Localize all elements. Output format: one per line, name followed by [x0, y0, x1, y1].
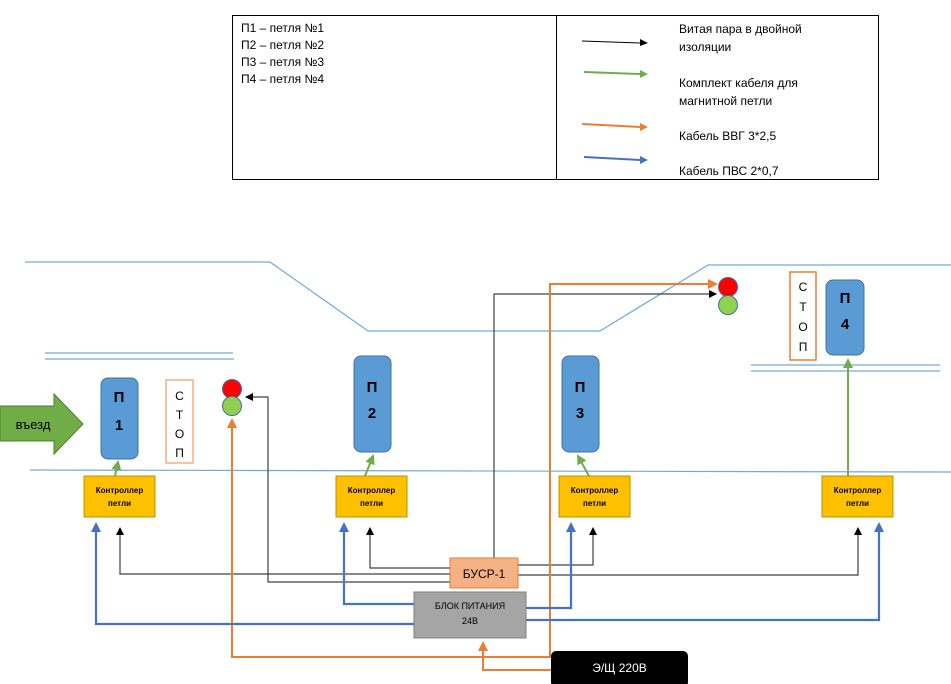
entry-arrow-icon: [0, 392, 84, 456]
svg-text:Т: Т: [176, 408, 184, 422]
svg-text:петли: петли: [583, 499, 606, 508]
wire-busr-to-controller-1: [116, 527, 450, 575]
green-light-icon: [222, 396, 242, 416]
wire-busr-to-controller-4: [518, 527, 862, 576]
svg-text:2: 2: [368, 405, 376, 422]
svg-text:О: О: [798, 320, 807, 334]
pvs-psu-to-controller-1: [91, 522, 414, 626]
svg-text:П: П: [799, 340, 808, 354]
wire-busr-to-light-2: [493, 290, 717, 558]
loop-legend: П1 – петля №1 П2 – петля №2 П3 – петля №…: [233, 16, 557, 179]
loop-cable-arrow-icon: [583, 70, 648, 78]
traffic-light-2: [718, 277, 738, 315]
wire-busr-to-light-1: [245, 393, 450, 583]
svg-text:П: П: [367, 379, 378, 396]
cable-legend: Витая пара в двойной изоляции Комплект к…: [557, 16, 878, 179]
loop-p2: П 2: [353, 355, 392, 453]
loop-controller-4: Контроллер петли: [821, 475, 894, 518]
svg-text:петли: петли: [360, 499, 383, 508]
loop-cable-3: [577, 454, 590, 477]
pvs-cables: [91, 522, 884, 626]
stop-sign-1: С Т О П: [165, 379, 194, 464]
road-outline: [25, 261, 951, 473]
vvg-mains-to-light-2: [549, 279, 718, 657]
legend-twisted-pair: Витая пара в двойной изоляции: [679, 22, 802, 54]
red-light-icon: [222, 379, 242, 399]
svg-text:1: 1: [115, 417, 123, 434]
mains-panel: Э/Щ 220В: [551, 651, 688, 684]
vvg-mains-to-psu: [478, 641, 551, 671]
svg-text:Т: Т: [799, 300, 807, 314]
loop-legend-item: П4 – петля №4: [241, 72, 325, 86]
svg-text:О: О: [175, 427, 184, 441]
pvs-psu-to-controller-3: [526, 522, 576, 610]
legend-pvs-cable: Кабель ПВС 2*0,7: [679, 164, 779, 178]
entry-arrow: въезд: [0, 392, 84, 456]
loop-cable-1: [111, 460, 122, 477]
svg-text:П: П: [175, 446, 184, 460]
vvg-cable-arrow-icon: [582, 123, 648, 131]
legend-table: П1 – петля №1 П2 – петля №2 П3 – петля №…: [232, 15, 879, 180]
vvg-mains-to-light-1: [227, 418, 551, 658]
legend-vvg-cable: Кабель ВВГ 3*2,5: [679, 129, 777, 143]
svg-text:Контроллер: Контроллер: [96, 486, 144, 495]
svg-text:С: С: [175, 389, 184, 403]
svg-text:Контроллер: Контроллер: [348, 486, 396, 495]
vvg-cables: [227, 279, 718, 671]
pvs-cable-arrow-icon: [583, 156, 648, 164]
svg-text:Э/Щ 220В: Э/Щ 220В: [592, 661, 647, 675]
wire-busr-to-controller-2: [366, 527, 450, 569]
loop-p3: П 3: [561, 355, 600, 453]
road-bottom-edge: [29, 469, 951, 473]
twisted-pair-arrow-icon: [582, 39, 648, 46]
svg-text:Контроллер: Контроллер: [834, 486, 882, 495]
green-light-icon: [718, 295, 738, 315]
svg-text:П: П: [575, 379, 586, 396]
loop-controller-2: Контроллер петли: [335, 475, 408, 518]
loop-p1: П 1: [100, 377, 139, 460]
svg-text:петли: петли: [846, 499, 869, 508]
svg-text:3: 3: [576, 405, 584, 422]
wire-busr-to-controller-3: [518, 527, 597, 566]
entry-label: въезд: [16, 417, 51, 432]
loop-legend-item: П1 – петля №1: [241, 21, 325, 35]
svg-text:П: П: [840, 290, 851, 307]
twisted-pair-wires: [116, 290, 862, 583]
stop-sign-2: С Т О П: [789, 271, 817, 361]
red-light-icon: [718, 277, 738, 297]
svg-text:4: 4: [841, 316, 850, 333]
svg-text:БУСР-1: БУСР-1: [463, 567, 506, 581]
loop-controller-1: Контроллер петли: [83, 475, 156, 518]
loop-cable-2: [364, 454, 375, 477]
busr-1-unit: БУСР-1: [449, 557, 519, 589]
svg-text:С: С: [799, 280, 808, 294]
svg-text:БЛОК ПИТАНИЯ: БЛОК ПИТАНИЯ: [435, 601, 505, 611]
pvs-psu-to-controller-2: [339, 522, 414, 606]
loop-legend-item: П3 – петля №3: [241, 55, 325, 69]
traffic-light-1: [222, 379, 242, 416]
power-supply-unit: БЛОК ПИТАНИЯ 24В: [413, 591, 527, 639]
road-top-edge: [25, 261, 951, 332]
svg-text:24В: 24В: [462, 616, 478, 626]
loop-controller-3: Контроллер петли: [558, 475, 631, 518]
svg-text:П: П: [114, 389, 125, 406]
legend-loop-cable: Комплект кабеля для магнитной петли: [679, 76, 798, 108]
pvs-psu-to-controller-4: [526, 522, 884, 622]
loop-legend-item: П2 – петля №2: [241, 38, 325, 52]
svg-text:Контроллер: Контроллер: [571, 486, 619, 495]
svg-text:петли: петли: [108, 499, 131, 508]
loop-cables: [111, 358, 853, 477]
loop-p4: П 4: [825, 279, 865, 356]
